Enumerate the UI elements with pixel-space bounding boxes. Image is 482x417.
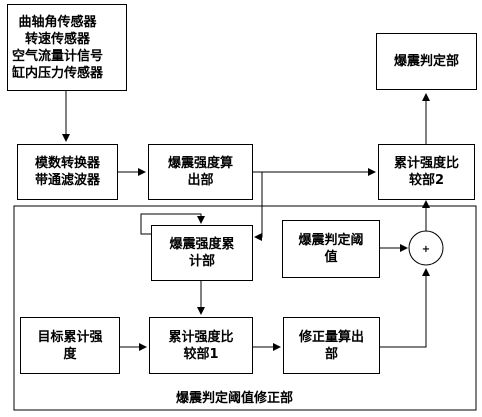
sensor-label: 缸内压力传感器: [12, 65, 104, 81]
compare1-line: 累计强度比: [168, 329, 234, 345]
judge-label: 爆震判定部: [393, 54, 459, 69]
sensor-label: 空气流量计信号: [12, 48, 104, 64]
accum-feedback-loop: [140, 213, 205, 235]
target-line: 度: [63, 346, 77, 362]
calc-line: 爆震强度算: [167, 156, 233, 171]
accum-box: 爆震强度累 计部: [151, 225, 253, 281]
compare1-box: 累计强度比 较部1: [149, 317, 253, 374]
compare2-line: 累计强度比: [393, 156, 459, 171]
arrow-correction-to-adder: [380, 268, 430, 348]
correction-line: 修正量算出: [298, 329, 364, 345]
adder-circle: [408, 230, 444, 266]
target-box: 目标累计强 度: [20, 317, 120, 374]
sensor-label: 曲轴角传感器: [18, 14, 97, 30]
correction-region-border: [13, 205, 477, 411]
adder-symbol: +: [422, 244, 430, 255]
converter-line: 模数转换器: [34, 156, 100, 171]
calc-line: 出部: [187, 173, 214, 188]
target-line: 目标累计强: [37, 329, 103, 345]
sensors-box: 曲轴角传感器 转速传感器 空气流量计信号 缸内压力传感器: [7, 4, 127, 91]
correction-box: 修正量算出 部: [283, 317, 380, 374]
sensor-label: 转速传感器: [25, 31, 91, 47]
knock-judge-box: 爆震判定部: [376, 33, 477, 90]
converter-box: 模数转换器 带通滤波器: [17, 144, 118, 200]
converter-line: 带通滤波器: [34, 173, 100, 188]
region-caption: 爆震判定阈值修正部: [176, 391, 294, 406]
compare1-line: 较部1: [183, 346, 219, 362]
accum-line: 爆震强度累: [169, 237, 235, 252]
compare2-line: 较部2: [408, 173, 445, 188]
accum-line: 计部: [188, 254, 215, 269]
arrow-calc-to-accum: [254, 172, 263, 241]
threshold-line: 爆震判定阈: [298, 233, 364, 248]
threshold-box: 爆震判定阈 值: [282, 220, 380, 278]
compare2-box: 累计强度比 较部2: [378, 144, 475, 200]
correction-line: 部: [324, 346, 338, 362]
threshold-line: 值: [324, 250, 338, 265]
intensity-calc-box: 爆震强度算 出部: [148, 144, 253, 200]
